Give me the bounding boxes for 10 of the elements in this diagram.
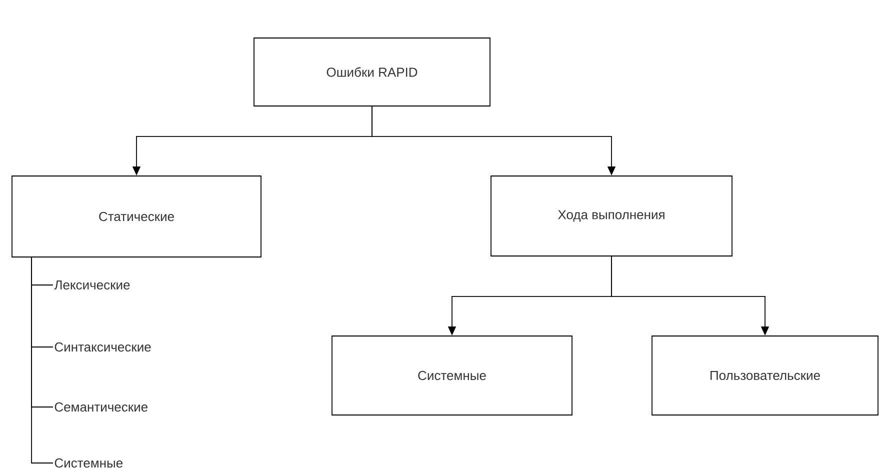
list-item: Семантические (54, 402, 148, 412)
tree-line (31, 257, 54, 464)
category-box: Хода выполнения (490, 176, 732, 256)
list-item: Системные (54, 458, 122, 468)
list-item: Синтаксические (54, 342, 151, 352)
category-box: Статические (12, 176, 262, 258)
category-box: Ошибки RAPID (254, 38, 490, 106)
category-box: Системные (332, 336, 572, 416)
list-item: Лексические (54, 280, 130, 290)
category-box: Пользовательские (652, 336, 878, 416)
